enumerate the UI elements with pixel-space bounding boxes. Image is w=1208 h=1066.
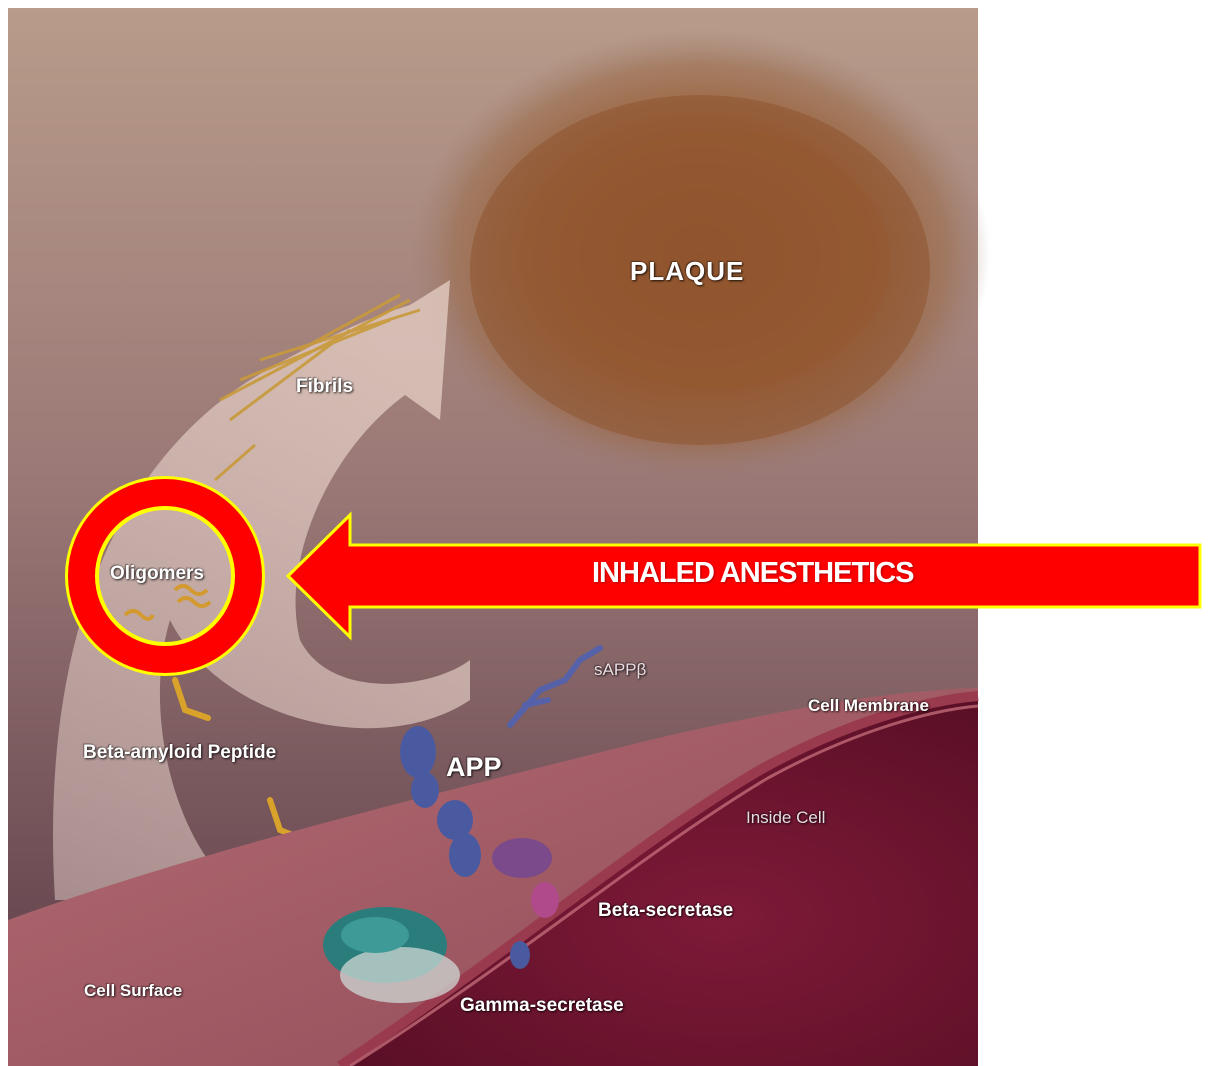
label-fibrils: Fibrils <box>296 376 353 398</box>
label-beta-secretase: Beta-secretase <box>598 900 733 922</box>
label-sappb: sAPPβ <box>594 660 646 680</box>
label-oligomers: Oligomers <box>110 563 204 585</box>
label-plaque: PLAQUE <box>630 256 744 287</box>
label-inhaled-anesthetics: INHALED ANESTHETICS <box>592 557 914 590</box>
label-beta-amyloid-peptide: Beta-amyloid Peptide <box>83 742 276 764</box>
plaque-cluster <box>410 30 990 480</box>
label-cell-membrane: Cell Membrane <box>808 696 929 716</box>
label-inside-cell: Inside Cell <box>746 808 825 828</box>
label-gamma-secretase: Gamma-secretase <box>460 995 624 1017</box>
label-cell-surface: Cell Surface <box>84 981 182 1001</box>
label-app: APP <box>446 752 502 783</box>
